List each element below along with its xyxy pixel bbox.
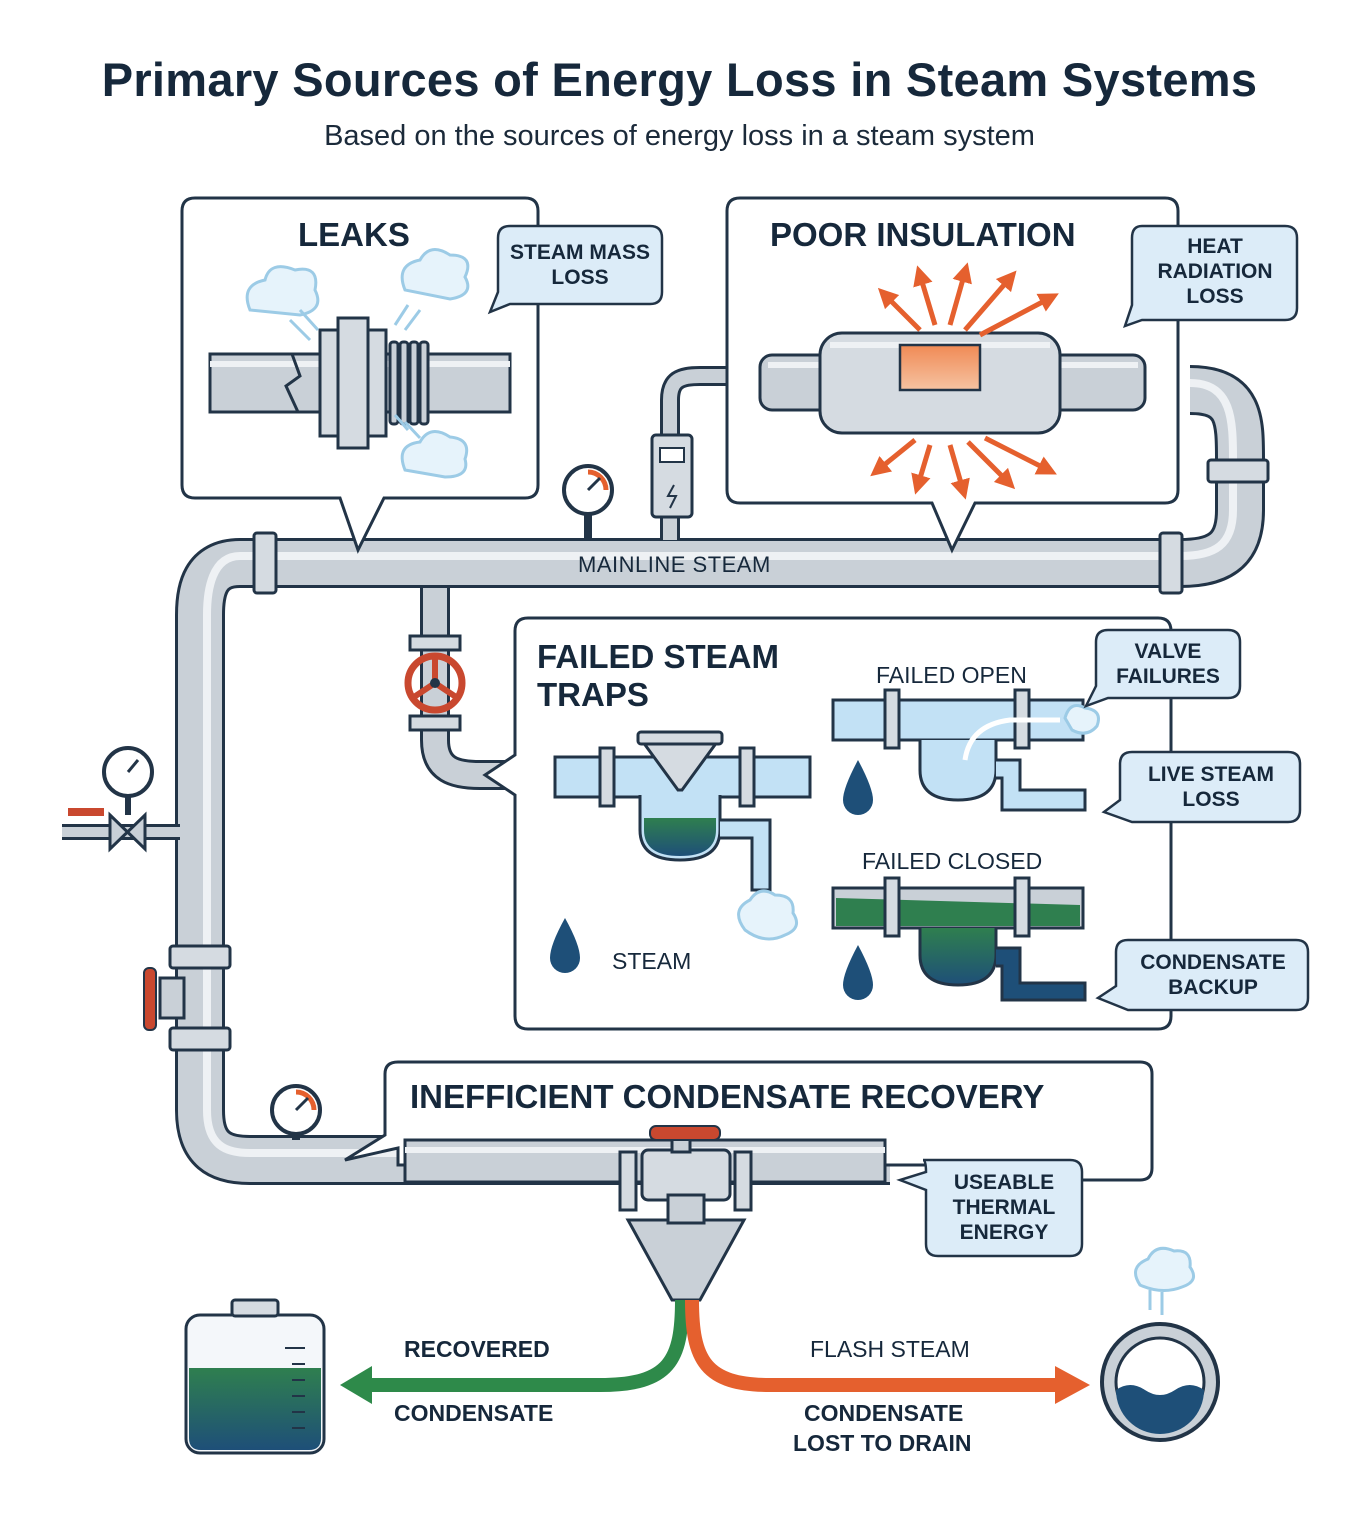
drain	[1100, 1246, 1220, 1442]
condensate-tank	[184, 1298, 326, 1455]
recovery-pressure-gauge	[270, 1084, 322, 1140]
failed-closed-label: FAILED CLOSED	[862, 848, 1043, 874]
condensate-backup-callout: CONDENSATE BACKUP	[1140, 951, 1286, 999]
valve-failures-callout: VALVE FAILURES	[1116, 640, 1220, 688]
useable-thermal-energy-callout: USEABLE THERMAL ENERGY	[952, 1171, 1056, 1244]
recovered-label-line1: RECOVERED	[404, 1336, 550, 1362]
recovery-title: INEFFICIENT CONDENSATE RECOVERY	[410, 1078, 1045, 1115]
leaks-panel	[180, 196, 664, 554]
lost-label-line2: LOST TO DRAIN	[793, 1430, 972, 1456]
traps-panel	[482, 616, 1310, 1031]
recovered-label-line2: CONDENSATE	[394, 1400, 554, 1426]
side-gauge-valve	[62, 746, 180, 853]
lost-label-line1: CONDENSATE	[804, 1400, 964, 1426]
flash-steam-label: FLASH STEAM	[810, 1336, 970, 1362]
leaks-title: LEAKS	[298, 216, 410, 253]
insulation-panel	[725, 196, 1299, 554]
page-subtitle: Based on the sources of energy loss in a…	[324, 120, 1035, 152]
pipe-couplings	[168, 458, 1270, 1052]
leaks-callout: STEAM MASS LOSS	[509, 241, 650, 289]
mainline-label: MAINLINE STEAM	[578, 552, 771, 577]
insulation-title: POOR INSULATION	[770, 216, 1076, 253]
traps-title: FAILED STEAM TRAPS	[537, 638, 780, 713]
failed-open-label: FAILED OPEN	[876, 662, 1027, 688]
side-hand-valve	[143, 967, 186, 1031]
steam-label: STEAM	[612, 948, 692, 974]
mainline-pressure-gauge	[562, 464, 614, 540]
live-steam-loss-callout: LIVE STEAM LOSS	[1147, 763, 1274, 811]
page-title: Primary Sources of Energy Loss in Steam …	[101, 53, 1258, 106]
condensate-flows	[340, 1299, 1090, 1404]
recovery-panel	[344, 1060, 1154, 1302]
steam-meter	[650, 366, 760, 540]
trap-branch-pipe	[404, 588, 505, 790]
insulation-callout: HEAT RADIATION LOSS	[1157, 235, 1273, 308]
